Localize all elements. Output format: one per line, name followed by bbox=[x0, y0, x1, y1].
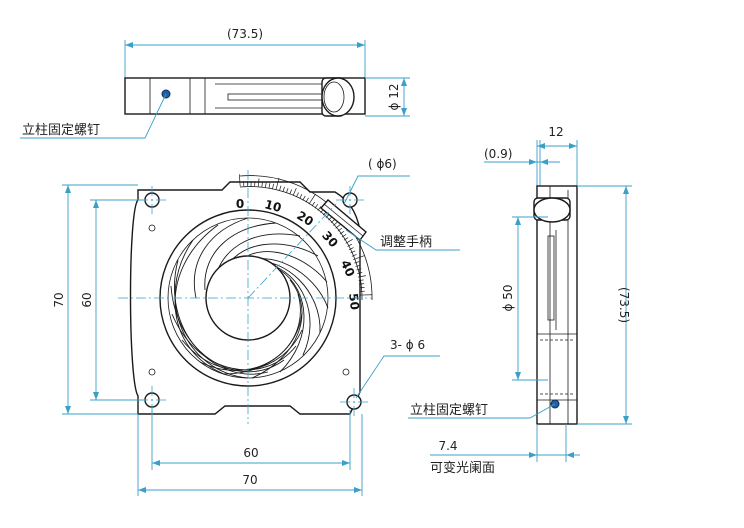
scale-tick bbox=[341, 234, 347, 238]
iris-plane-label: 可变光阑面 bbox=[430, 460, 495, 476]
scale-tick bbox=[289, 189, 292, 195]
handle-label: 调整手柄 bbox=[380, 235, 432, 250]
top-height-dimension: ϕ 12 bbox=[387, 84, 401, 111]
scale-tick bbox=[353, 255, 365, 261]
scale-tick bbox=[282, 186, 285, 192]
scale-tick bbox=[354, 261, 360, 264]
side-gap-dimension: (0.9) bbox=[484, 147, 512, 161]
scale-tick bbox=[261, 181, 263, 187]
scale-tick bbox=[299, 194, 303, 199]
scale-tick bbox=[272, 183, 274, 189]
scale-tick bbox=[356, 268, 362, 271]
scale-tick bbox=[275, 177, 280, 190]
scale-number: 0 bbox=[236, 197, 244, 211]
scale-tick bbox=[268, 183, 271, 189]
scale-tick bbox=[357, 275, 366, 278]
side-view: 12 (0.9) ϕ 50 (73.5) bbox=[408, 125, 632, 476]
scale-tick bbox=[302, 195, 306, 201]
side-width-dimension: 12 bbox=[548, 125, 563, 139]
scale-tick bbox=[358, 279, 364, 282]
top-width-dimension: (73.5) bbox=[227, 27, 263, 41]
front-width-inner-dimension: 60 bbox=[243, 446, 258, 460]
scale-tick bbox=[257, 178, 260, 187]
post-screw-label-top: 立柱固定螺钉 bbox=[22, 123, 100, 138]
front-width-outer-dimension: 70 bbox=[242, 473, 257, 487]
scale-tick bbox=[337, 227, 343, 232]
scale-ticks bbox=[239, 174, 372, 296]
side-aperture-dimension: ϕ 50 bbox=[501, 285, 515, 312]
scale-tick bbox=[343, 237, 349, 241]
scale-tick bbox=[357, 272, 363, 274]
scale-tick bbox=[339, 230, 345, 235]
scale-tick bbox=[308, 193, 316, 205]
scale-tick bbox=[351, 254, 357, 257]
scale-number: 10 bbox=[263, 197, 283, 215]
front-view: 0 10 20 30 40 50 70 bbox=[52, 157, 460, 496]
scale-tick bbox=[279, 185, 282, 191]
top-view: (73.5) ϕ 12 立柱固定螺钉 bbox=[20, 27, 410, 139]
scale-tick bbox=[296, 192, 299, 198]
scale-tick bbox=[305, 197, 309, 203]
scale-tick bbox=[314, 203, 319, 209]
scale-tick bbox=[355, 264, 361, 267]
scale-tick bbox=[333, 221, 338, 226]
scale-tick bbox=[265, 182, 267, 188]
scale-tick bbox=[311, 201, 316, 207]
front-height-inner-dimension: 60 bbox=[80, 292, 94, 307]
scale-number: 40 bbox=[338, 258, 358, 279]
scale-tick bbox=[350, 250, 356, 254]
post-screw-label-side: 立柱固定螺钉 bbox=[410, 403, 488, 418]
scale-tick bbox=[330, 219, 335, 224]
scale-tick bbox=[359, 283, 365, 285]
scale-tick bbox=[317, 206, 322, 211]
side-height-dimension: (73.5) bbox=[617, 287, 631, 323]
scale-tick bbox=[239, 174, 241, 187]
front-height-outer-dimension: 70 bbox=[52, 292, 66, 307]
scale-tick bbox=[286, 187, 289, 193]
holes-three-dimension: 3- ϕ 6 bbox=[390, 338, 425, 352]
scale-tick bbox=[292, 188, 297, 196]
scale-number: 50 bbox=[346, 293, 362, 311]
side-offset-dimension: 7.4 bbox=[438, 439, 457, 453]
scale-tick bbox=[345, 239, 353, 244]
hole-top-dimension: ( ϕ6) bbox=[368, 157, 397, 171]
scale-tick bbox=[347, 243, 353, 247]
scale-tick bbox=[348, 247, 354, 251]
